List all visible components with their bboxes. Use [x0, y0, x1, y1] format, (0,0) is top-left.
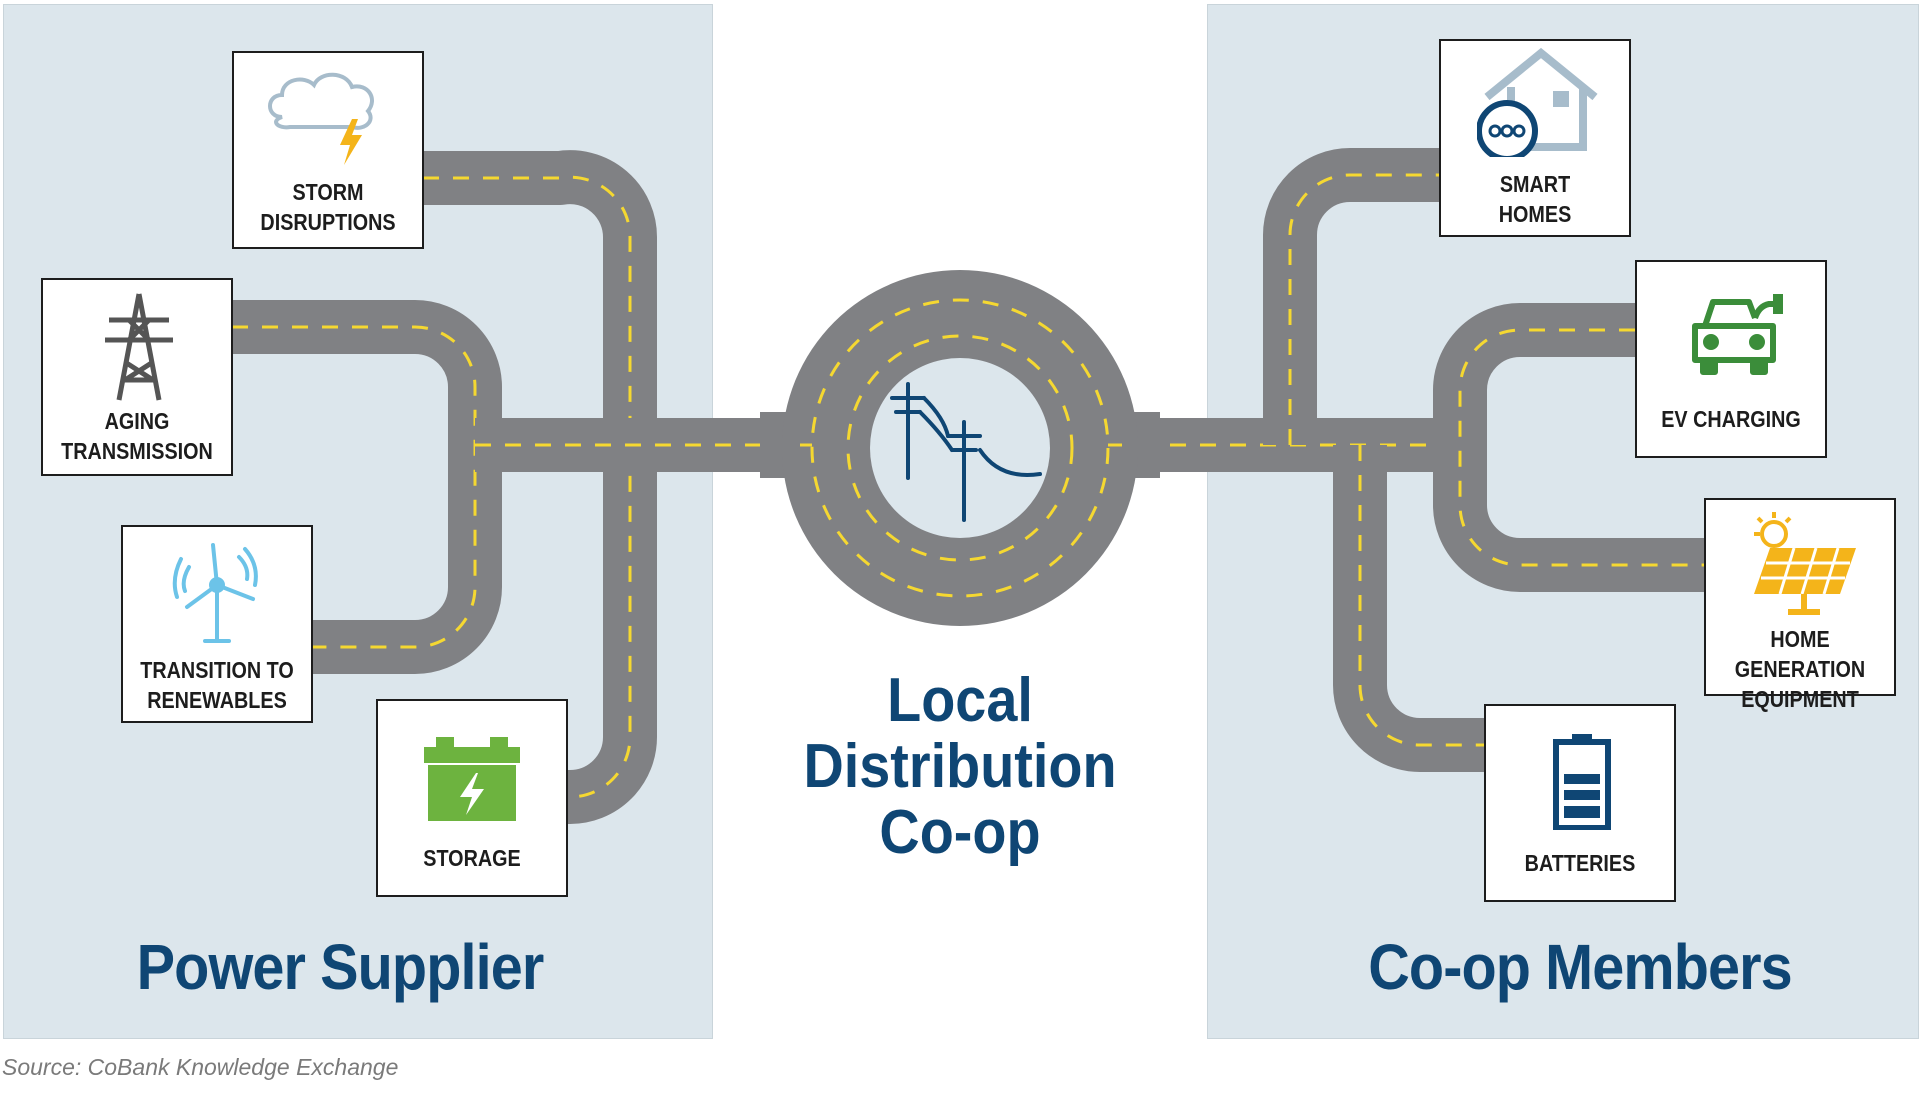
coop-members-title: Co-op Members: [1368, 931, 1792, 1003]
storage-box: STORAGE: [376, 699, 568, 897]
storage-label: STORAGE: [423, 845, 521, 871]
ev-charging-box: EV CHARGING: [1635, 260, 1827, 458]
ev-charging-icon: [1692, 294, 1783, 375]
roundabout-lane-outer: [810, 298, 1110, 598]
storm-disruptions-label: STORM DISRUPTIONS: [260, 179, 396, 235]
lane-storm: [423, 175, 632, 799]
solar-panel-icon: [1754, 512, 1856, 615]
transition-renewables-label: TRANSITION TO RENEWABLES: [140, 657, 294, 713]
power-supplier-title: Power Supplier: [136, 931, 545, 1003]
local-distribution-coop-title: Local Distribution Co-op: [803, 666, 1117, 867]
wind-turbine-icon: [172, 543, 258, 643]
ev-charging-label: EV CHARGING: [1661, 406, 1801, 432]
smart-homes-label: SMART HOMES: [1498, 171, 1572, 227]
lane-batteries: [1358, 445, 1484, 747]
aging-transmission-label: AGING TRANSMISSION: [61, 408, 213, 464]
lane-ev-generation: [1458, 328, 1705, 567]
lane-aging: [232, 325, 477, 649]
transmission-tower-icon: [105, 293, 173, 401]
battery-storage-icon: [424, 737, 520, 821]
power-lines-icon: [890, 382, 1042, 522]
aging-transmission-box: AGING TRANSMISSION: [41, 278, 233, 476]
road-smart-homes: [1263, 148, 1440, 445]
home-generation-label: HOME GENERATION EQUIPMENT: [1734, 626, 1866, 712]
source-caption: Source: CoBank Knowledge Exchange: [2, 1054, 399, 1080]
smart-homes-box: SMART HOMES: [1439, 39, 1631, 237]
roundabout-lane-inner: [846, 334, 1074, 562]
home-generation-box: HOME GENERATION EQUIPMENT: [1704, 498, 1896, 712]
batteries-label: BATTERIES: [1524, 850, 1636, 876]
storm-cloud-icon: [268, 72, 374, 165]
storm-disruptions-box: STORM DISRUPTIONS: [232, 51, 424, 249]
lane-smart-homes: [1288, 173, 1440, 445]
smart-home-icon: [1477, 47, 1598, 157]
transition-renewables-box: TRANSITION TO RENEWABLES: [121, 525, 313, 723]
batteries-box: BATTERIES: [1484, 704, 1676, 902]
battery-icon: [1553, 734, 1611, 830]
